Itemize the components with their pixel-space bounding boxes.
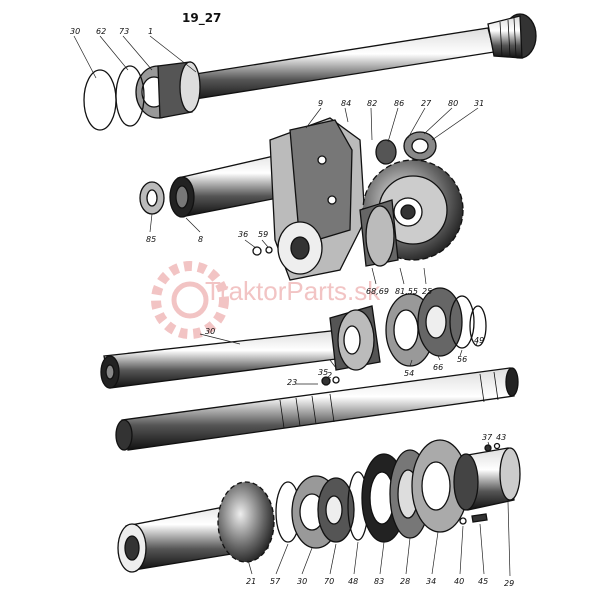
diagram-title: 19_27 [182,11,221,26]
part-drum-29 [453,447,521,511]
label-23: 23 [287,378,297,387]
part-housing-9 [269,117,366,281]
part-bearing-80 [403,131,437,161]
label-57: 57 [270,577,281,586]
label-43: 43 [496,433,506,442]
label-66: 66 [433,363,443,372]
label-85: 85 [146,235,156,244]
label-2: 2 [327,371,332,380]
label-73: 73 [119,27,129,36]
watermark: TraktorParts.sk [151,261,381,339]
label-48: 48 [348,577,358,586]
part-pin-40-45 [459,513,488,525]
label-83: 83 [374,577,384,586]
label-68-69: 68,69 [366,287,389,296]
label-31: 31 [474,99,484,108]
label-21: 21 [246,577,256,586]
label-30-top: 30 [70,27,80,36]
label-30-bottom: 30 [297,577,307,586]
part-bearing-66 [417,287,463,357]
part-gear-21 [217,481,275,563]
part-ring-85 [139,181,165,215]
leader-lines [73,35,511,577]
label-81-55: 81,55 [395,287,418,296]
label-36: 36 [238,230,248,239]
label-84: 84 [341,99,351,108]
part-shaft-23 [115,367,519,451]
part-bearing-73 [135,61,201,119]
watermark-text: TraktorParts.sk [205,276,381,306]
part-shaft-1 [169,13,537,103]
label-40: 40 [454,577,464,586]
label-9: 9 [318,99,323,108]
label-27: 27 [421,99,432,108]
label-37: 37 [482,433,493,442]
part-snapring-49 [469,305,487,347]
part-washer-36-59 [252,246,273,256]
part-hub-68 [359,199,399,267]
label-29: 29 [504,579,514,588]
label-80: 80 [448,99,458,108]
part-cover-34 [411,439,469,533]
part-collar-86 [375,139,397,165]
label-34: 34 [426,577,436,586]
part-shaft-30 [100,329,345,389]
label-82: 82 [367,99,377,108]
label-25: 25 [422,287,432,296]
label-49: 49 [474,336,484,345]
label-1: 1 [148,27,153,36]
label-30-mid: 30 [205,327,215,336]
label-54: 54 [404,369,414,378]
part-ring-56 [449,295,475,349]
label-45: 45 [478,577,488,586]
label-8: 8 [198,235,203,244]
label-86: 86 [394,99,404,108]
label-59: 59 [258,230,268,239]
part-hub-2 [329,305,381,371]
label-70: 70 [324,577,334,586]
label-28: 28 [400,577,410,586]
label-62: 62 [96,27,106,36]
part-labels: 30 62 73 1 9 84 82 86 27 80 31 85 8 36 5… [70,27,514,588]
part-bearing-70 [317,477,355,543]
label-56: 56 [457,355,467,364]
label-35: 35 [318,368,328,377]
part-bolt-35 [321,376,340,386]
part-snapring-30 [83,69,117,131]
